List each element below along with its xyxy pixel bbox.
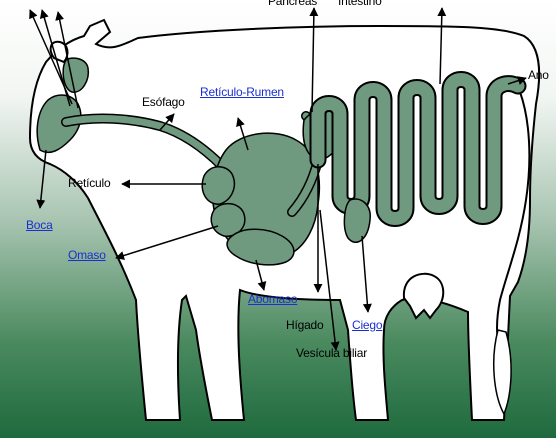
label-reticulo: Retículo [68, 176, 110, 190]
label-ano: Ano [528, 68, 549, 82]
link-omaso[interactable]: Omaso [68, 248, 106, 262]
link-abomaso[interactable]: Abomaso [248, 292, 297, 306]
link-boca[interactable]: Boca [26, 218, 53, 232]
label-vesicula-biliar: Vesícula biliar [296, 346, 367, 360]
label-higado: Hígado [286, 318, 324, 332]
label-esofago: Esófago [142, 95, 185, 109]
link-ciego[interactable]: Ciego [352, 318, 382, 332]
reticulum [202, 167, 234, 204]
label-intestino: Intestino [338, 0, 382, 8]
link-reticulo-rumen[interactable]: Retículo-Rumen [200, 85, 284, 99]
label-pancreas: Páncreas [268, 0, 317, 8]
